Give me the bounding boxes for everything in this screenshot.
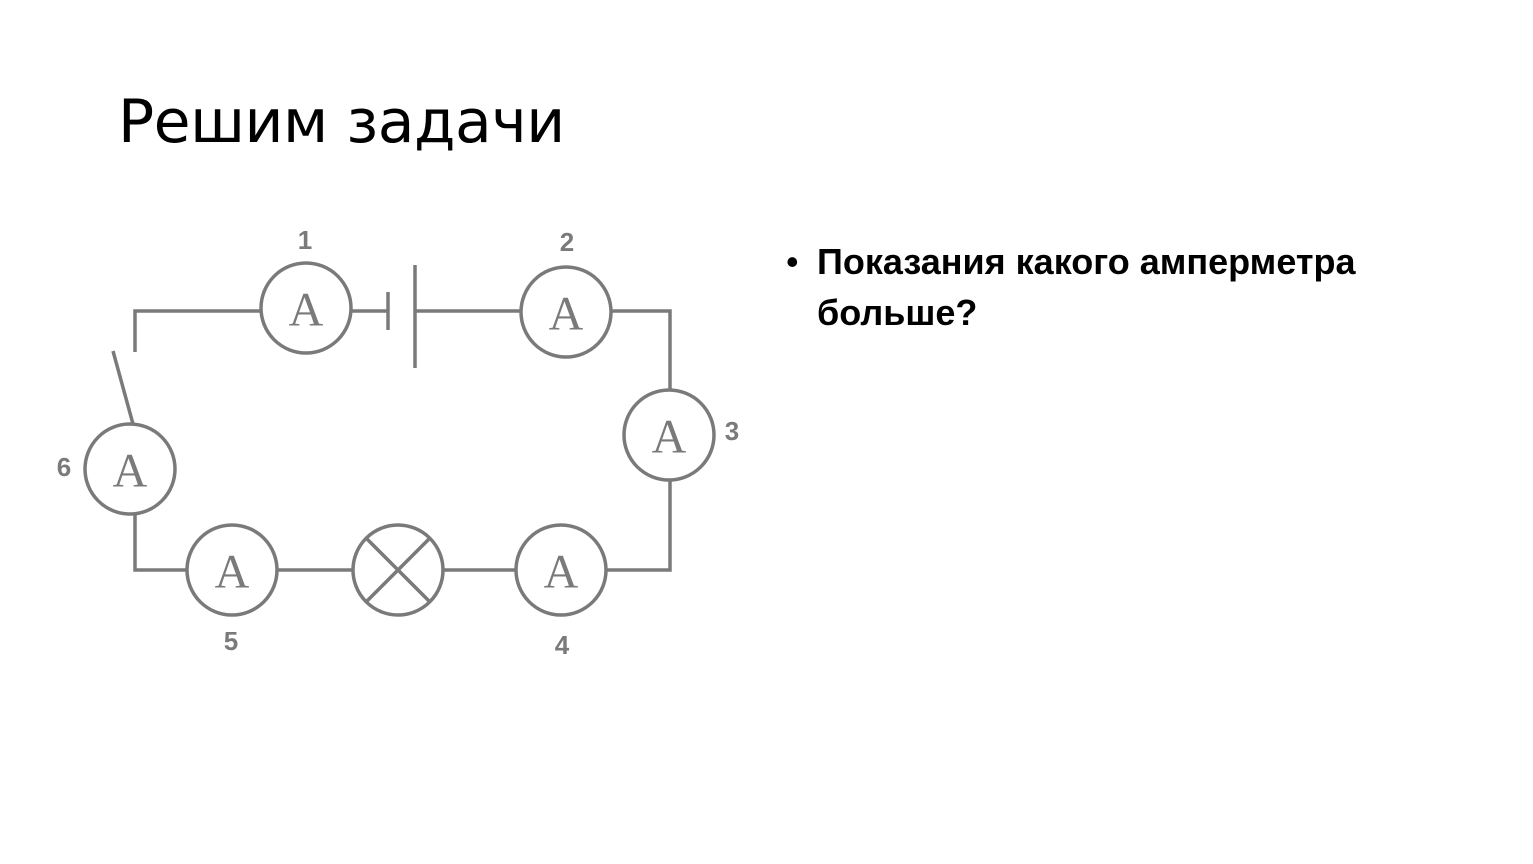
ammeter-letter: A (544, 546, 579, 599)
ammeter-letter: A (549, 288, 584, 341)
circuit-wires (133, 309, 672, 572)
bullet-dot-icon: • (786, 241, 799, 282)
circuit-diagram: A 1 A 2 A 3 A 4 A 5 A 6 (57, 225, 739, 660)
ammeter-ring (259, 261, 353, 355)
battery-symbol (386, 265, 417, 368)
ammeter-number: 5 (224, 626, 238, 656)
lamp-symbol (351, 523, 445, 617)
bullet-text: Показания какого амперметра больше? (817, 241, 1356, 333)
bullet-list: • Показания какого амперметра больше? (786, 236, 1486, 338)
switch-blade (111, 350, 135, 425)
ammeter-6: A 6 (57, 422, 177, 516)
slide-title: Решим задачи (118, 87, 565, 157)
wire-top-left (133, 309, 262, 352)
ammeter-3: A 3 (622, 388, 739, 482)
wire-meter2-meter3 (612, 309, 672, 390)
wire-meter3-meter4 (607, 481, 672, 572)
ammeter-number: 2 (560, 227, 574, 257)
ammeter-number: 3 (725, 416, 739, 446)
ammeter-1: A 1 (259, 225, 353, 355)
ammeter-ring (519, 265, 613, 359)
ammeter-ring (185, 523, 279, 617)
ammeter-letter: A (289, 284, 324, 337)
ammeter-ring (514, 523, 608, 617)
ammeter-letter: A (652, 411, 687, 464)
ammeter-number: 1 (298, 225, 312, 255)
bullet-item: • Показания какого амперметра больше? (786, 236, 1486, 338)
ammeter-4: A 4 (514, 523, 608, 660)
ammeter-ring (622, 388, 716, 482)
ammeter-letter: A (113, 445, 148, 498)
wire-meter5-meter6 (133, 514, 188, 572)
ammeter-5: A 5 (185, 523, 279, 656)
lamp-cross-b (364, 536, 432, 604)
ammeter-ring (83, 422, 177, 516)
ammeter-number: 4 (555, 630, 570, 660)
ammeter-letter: A (215, 546, 250, 599)
ammeter-2: A 2 (519, 227, 613, 359)
ammeter-number: 6 (57, 452, 71, 482)
